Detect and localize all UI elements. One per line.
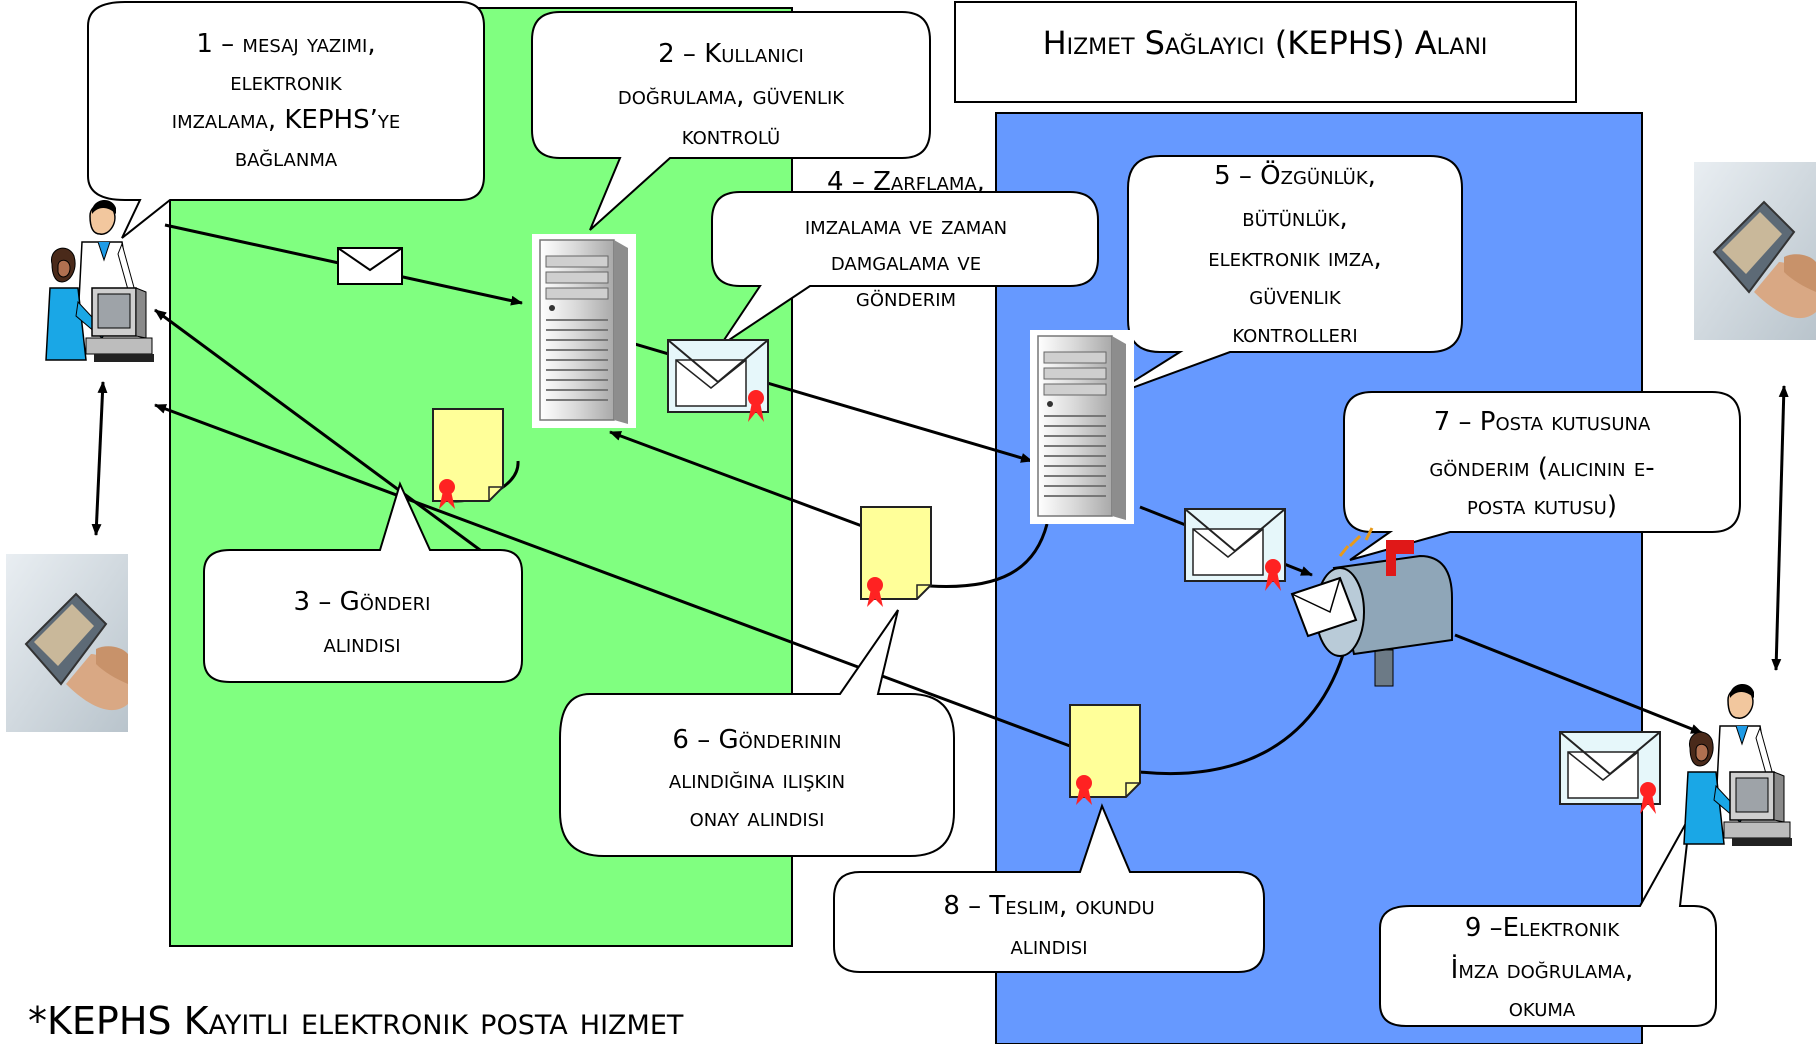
step-1-line-3: imzalama, KEPHS’ye <box>172 105 400 135</box>
step-4-line-4: gönderim <box>856 283 956 313</box>
step-1-line-2: elektronik <box>230 67 343 97</box>
step-5-line-4: güvenlik <box>1249 281 1342 311</box>
step-4-line-3: damgalama ve <box>831 247 981 277</box>
svg-text:gönderim: gönderim <box>856 283 956 313</box>
svg-text:7 – Posta kutusuna: 7 – Posta kutusuna <box>1434 407 1651 437</box>
step-6-line-2: alındığına ilişkin <box>669 765 845 795</box>
svg-text:6 – Gönderinin: 6 – Gönderinin <box>672 725 841 755</box>
kephs-footnote-text: *KEPHS Kayıtlı elektronik posta hizmet <box>28 999 684 1043</box>
svg-text:2 – Kullanıcı: 2 – Kullanıcı <box>658 39 804 69</box>
curve-receipt6-link <box>929 523 1049 588</box>
step-8-line-1: 8 – Teslim, okundu <box>943 891 1154 921</box>
svg-text:bütünlük,: bütünlük, <box>1242 203 1348 233</box>
receipt-step-8-icon <box>1069 704 1141 806</box>
step-2-line-1: 2 – Kullanıcı <box>658 39 804 69</box>
arrow-receipt3-to-user <box>154 308 519 580</box>
svg-text:8 – Teslim, okundu: 8 – Teslim, okundu <box>943 891 1154 921</box>
step-5-line-1: 5 – Özgünlük, <box>1214 159 1376 191</box>
curve-receipt8-link <box>1139 629 1352 776</box>
small-envelope-icon <box>337 247 403 285</box>
step-9-line-3: okuma <box>1509 993 1576 1023</box>
step-3-line-2: alındısı <box>323 629 400 659</box>
step-7-line-3: posta kutusu) <box>1467 491 1617 521</box>
svg-text:imzalama, KEPHS’ye: imzalama, KEPHS’ye <box>172 105 400 135</box>
bubble-step-7: 7 – Posta kutusuna gönderim (alıcının e-… <box>1343 391 1741 561</box>
step-2-line-3: kontrolü <box>682 121 780 151</box>
svg-text:doğrulama, güvenlik: doğrulama, güvenlik <box>618 81 845 111</box>
arrow-receipt8-to-user <box>154 403 1071 748</box>
step-6-line-3: onay alındısı <box>690 803 825 833</box>
step-4-line-1: 4 – Zarflama, <box>827 167 985 197</box>
svg-text:3 – Gönderi: 3 – Gönderi <box>294 587 431 617</box>
bubble-step-3: 3 – Gönderi alındısı <box>203 481 523 683</box>
svg-text:alındığına ilişkin: alındığına ilişkin <box>669 765 845 795</box>
step-9-line-2: İmza doğrulama, <box>1451 953 1634 985</box>
svg-text:elektronik imza,: elektronik imza, <box>1208 243 1381 273</box>
step-5-line-2: bütünlük, <box>1242 203 1348 233</box>
arrow-receipt6-to-server <box>609 430 863 528</box>
sender-server-icon <box>531 233 637 429</box>
step-6-line-1: 6 – Gönderinin <box>672 725 841 755</box>
provider-server-icon <box>1029 329 1135 525</box>
svg-text:imzalama ve zaman: imzalama ve zaman <box>805 211 1007 241</box>
recipient-envelope-icon <box>1559 731 1661 815</box>
receipt-step-6-icon <box>860 506 932 608</box>
arrow-mailbox-to-recipient <box>1454 633 1703 735</box>
svg-text:kontrolü: kontrolü <box>682 121 780 151</box>
step-8-line-2: alındısı <box>1010 931 1087 961</box>
mailbox-icon <box>1290 527 1453 687</box>
svg-text:gönderim (alıcının e-: gönderim (alıcının e- <box>1429 453 1654 483</box>
step-9-line-1: 9 –Elektronik <box>1465 913 1620 943</box>
svg-text:onay alındısı: onay alındısı <box>690 803 825 833</box>
provider-area-title: Hizmet Sağlayıcı (KEPHS) Alanı <box>1043 24 1488 62</box>
step-1-line-4: bağlanma <box>235 143 338 173</box>
svg-text:1 – mesaj yazımı,: 1 – mesaj yazımı, <box>196 29 375 59</box>
svg-text:İmza doğrulama,: İmza doğrulama, <box>1451 953 1634 985</box>
bubble-step-6: 6 – Gönderinin alındığına ilişkin onay a… <box>559 609 955 857</box>
svg-text:9 –Elektronik: 9 –Elektronik <box>1465 913 1620 943</box>
step-4-line-2: imzalama ve zaman <box>805 211 1007 241</box>
svg-text:okuma: okuma <box>1509 993 1576 1023</box>
bubble-step-4: 4 – Zarflama, imzalama ve zaman damgalam… <box>711 167 1099 347</box>
svg-text:elektronik: elektronik <box>230 67 343 97</box>
svg-text:damgalama ve: damgalama ve <box>831 247 981 277</box>
bubble-step-1: 1 – mesaj yazımı, elektronik imzalama, K… <box>87 1 485 239</box>
svg-text:alındısı: alındısı <box>1010 931 1087 961</box>
bubble-step-9: 9 –Elektronik İmza doğrulama, okuma <box>1379 815 1717 1027</box>
recipient-mobile-phone-icon <box>1693 161 1817 341</box>
recipient-user-icon <box>1683 683 1793 847</box>
arrow-sender-phone <box>91 381 108 536</box>
receipt-step-3-icon <box>432 408 504 510</box>
bubble-step-8: 8 – Teslim, okundu alındısı <box>833 803 1265 973</box>
svg-text:bağlanma: bağlanma <box>235 143 338 173</box>
bubble-step-2: 2 – Kullanıcı doğrulama, güvenlik kontro… <box>531 11 931 231</box>
svg-text:alındısı: alındısı <box>323 629 400 659</box>
kephs-footnote: *KEPHS Kayıtlı elektronik posta hizmet <box>28 999 684 1043</box>
signed-envelope-icon <box>667 339 769 423</box>
svg-text:4 – Zarflama,: 4 – Zarflama, <box>827 167 985 197</box>
svg-text:5 – Özgünlük,: 5 – Özgünlük, <box>1214 159 1376 191</box>
step-7-line-1: 7 – Posta kutusuna <box>1434 407 1651 437</box>
step-3-line-1: 3 – Gönderi <box>294 587 431 617</box>
step-1-line-1: 1 – mesaj yazımı, <box>196 29 375 59</box>
step-5-line-5: kontrolleri <box>1232 319 1357 349</box>
svg-text:kontrolleri: kontrolleri <box>1232 319 1357 349</box>
sender-mobile-phone-icon <box>5 553 129 733</box>
arrow-recipient-phone <box>1771 385 1789 671</box>
step-7-line-2: gönderim (alıcının e- <box>1429 453 1654 483</box>
step-5-line-3: elektronik imza, <box>1208 243 1381 273</box>
step-2-line-2: doğrulama, güvenlik <box>618 81 845 111</box>
svg-text:güvenlik: güvenlik <box>1249 281 1342 311</box>
provider-area-title-box: Hizmet Sağlayıcı (KEPHS) Alanı <box>954 1 1577 103</box>
svg-text:posta kutusu): posta kutusu) <box>1467 491 1617 521</box>
bubble-step-5: 5 – Özgünlük, bütünlük, elektronik imza,… <box>1109 155 1463 397</box>
provider-envelope-icon <box>1184 508 1286 592</box>
